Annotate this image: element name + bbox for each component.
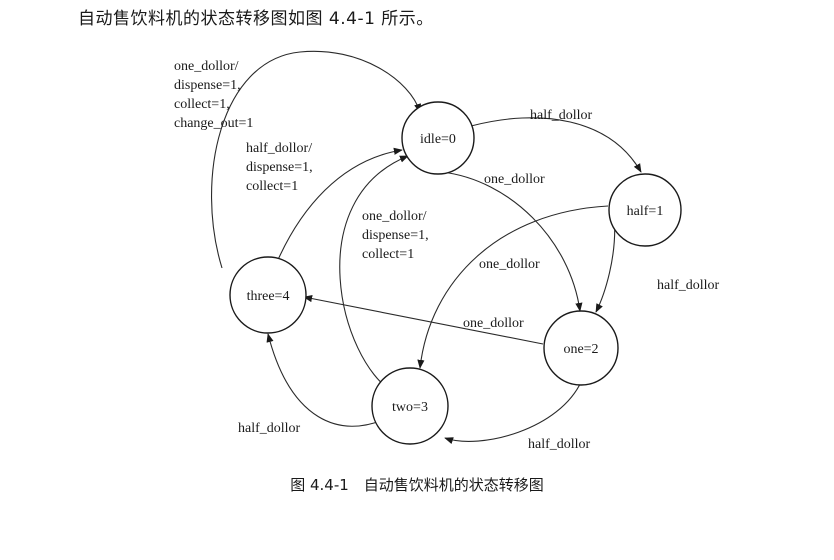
state-idle-label: idle=0 [420, 132, 456, 147]
label-three-idle-half-dollor: half_dollor/ dispense=1, collect=1 [246, 141, 313, 194]
edge-half-to-two [417, 205, 609, 369]
svg-text:collect=1,: collect=1, [174, 97, 230, 112]
label-idle-half: half_dollor [530, 108, 593, 123]
svg-text:collect=1: collect=1 [362, 247, 414, 262]
label-two-three: half_dollor [238, 421, 301, 436]
svg-text:dispense=1,: dispense=1, [174, 78, 241, 93]
label-idle-one: one_dollor [484, 172, 545, 187]
state-idle: idle=0 [401, 101, 475, 175]
state-two: two=3 [371, 367, 449, 445]
state-one: one=2 [543, 310, 619, 386]
svg-text:one_dollor/: one_dollor/ [174, 59, 239, 74]
state-three-label: three=4 [247, 289, 290, 304]
edge-one-to-two [444, 379, 583, 445]
edge-idle-to-one [441, 171, 583, 312]
state-two-label: two=3 [392, 400, 428, 415]
edge-three-to-idle-half-dollor [276, 147, 403, 263]
label-half-one: half_dollor [657, 278, 720, 293]
label-one-two: half_dollor [528, 437, 591, 452]
edge-half-to-one-self [595, 213, 616, 313]
label-half-two: one_dollor [479, 257, 540, 272]
state-half-label: half=1 [627, 204, 664, 219]
label-one-three: one_dollor [463, 316, 524, 331]
label-three-idle-one-dollor: one_dollor/ dispense=1, collect=1, chang… [174, 59, 253, 131]
svg-text:dispense=1,: dispense=1, [246, 160, 313, 175]
figure-caption: 图 4.4-1 自动售饮料机的状态转移图 [290, 476, 544, 494]
edge-two-to-three [266, 333, 388, 427]
state-one-label: one=2 [563, 342, 598, 357]
edge-one-to-three [303, 295, 544, 345]
svg-text:dispense=1,: dispense=1, [362, 228, 429, 243]
edge-three-to-idle-one-dollor [211, 50, 422, 269]
edge-idle-to-half [470, 117, 642, 173]
state-half: half=1 [608, 173, 682, 247]
svg-text:one_dollor/: one_dollor/ [362, 209, 427, 224]
intro-text: 自动售饮料机的状态转移图如图 4.4-1 所示。 [78, 9, 434, 29]
svg-text:half_dollor/: half_dollor/ [246, 141, 312, 156]
label-two-idle-one-dollor: one_dollor/ dispense=1, collect=1 [362, 209, 429, 262]
state-three: three=4 [229, 256, 307, 334]
svg-text:collect=1: collect=1 [246, 179, 298, 194]
edge-two-to-idle-one-dollor [339, 155, 409, 393]
svg-text:change_out=1: change_out=1 [174, 116, 253, 131]
